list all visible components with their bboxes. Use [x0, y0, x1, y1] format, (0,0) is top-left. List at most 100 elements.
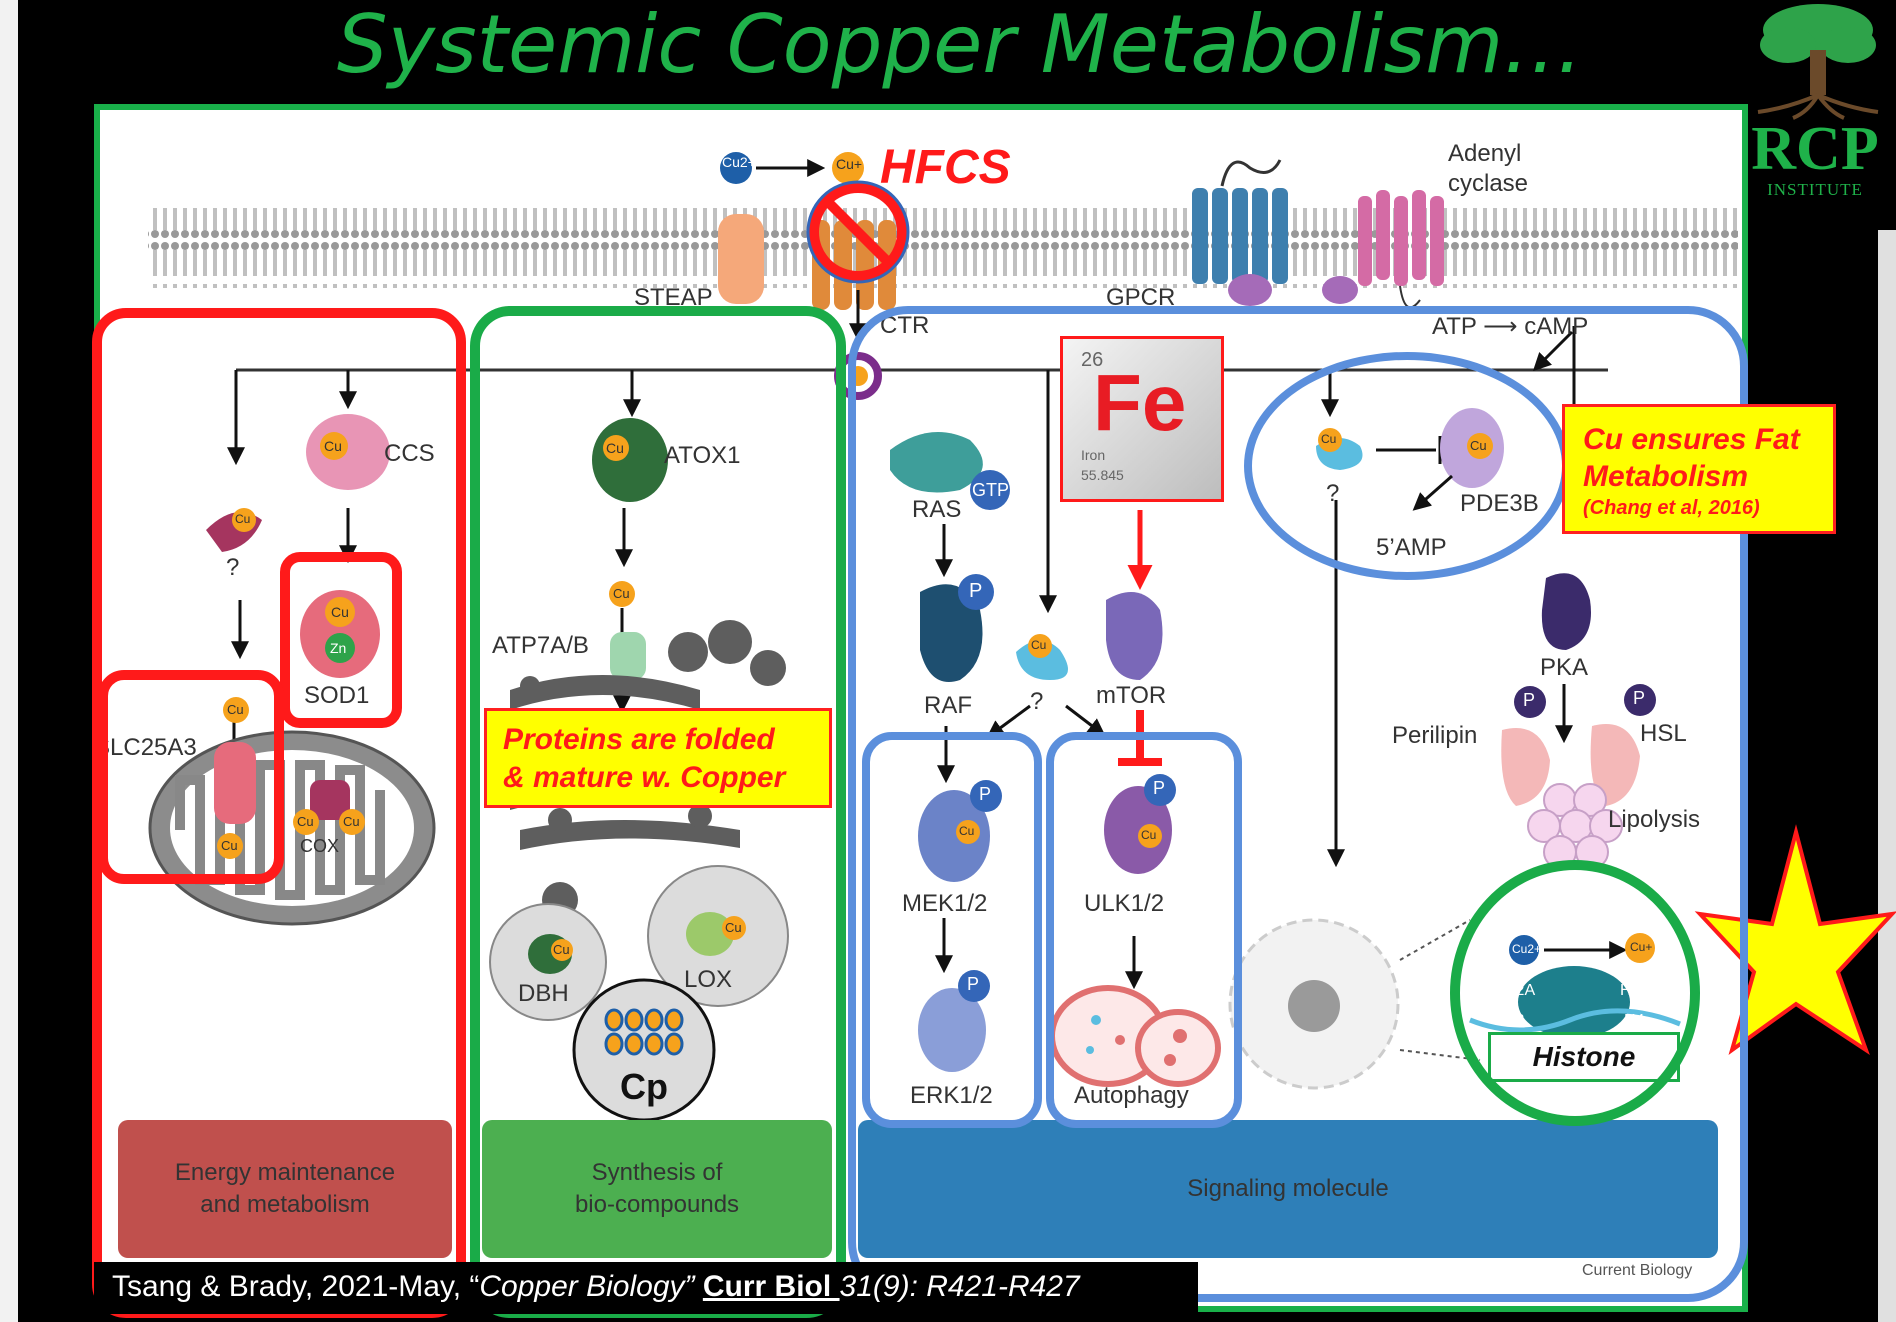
current-biology-label: Current Biology	[1582, 1262, 1693, 1279]
cu-label-slc-bottom: Cu	[221, 838, 238, 853]
fat-metabolism-note: Cu ensures Fat Metabolism (Chang et al, …	[1562, 404, 1836, 534]
zn-label: Zn	[330, 640, 347, 656]
gtp-icon	[970, 470, 1010, 510]
cu-label-pde3b: Cu	[1470, 438, 1487, 453]
slc25a3-protein	[214, 742, 256, 824]
nucleus	[1228, 918, 1481, 1090]
element-name: Iron	[1081, 447, 1106, 463]
perilipin-protein	[1501, 728, 1550, 806]
adenyl-label: Adenyl	[1448, 140, 1522, 167]
signal-question: ?	[1030, 688, 1044, 715]
p-label-erk: P	[967, 974, 980, 994]
pde3b-highlight	[1244, 352, 1570, 580]
star-icon	[1694, 824, 1896, 1055]
atp7ab-label: ATP7A/B	[492, 632, 589, 659]
cu-label-chaperone: Cu	[235, 512, 251, 526]
p-label-ulk: P	[1153, 778, 1166, 798]
steap-protein	[718, 214, 764, 304]
histone-highlight	[1450, 860, 1700, 1126]
element-number: 26	[1081, 349, 1104, 371]
ulk-protein	[1104, 786, 1172, 874]
ras-protein	[890, 432, 983, 493]
mek-erk-highlight	[862, 732, 1042, 1128]
cu1-ion-icon	[832, 152, 864, 184]
p-label-mek: P	[979, 784, 992, 804]
cox-label: COX	[300, 836, 340, 856]
proteins-folded-note: Proteins are folded & mature w. Copper	[484, 708, 832, 808]
signaling-highlight	[848, 306, 1748, 1302]
slide-title: Systemic Copper Metabolism…	[336, 0, 1584, 91]
pka-label: PKA	[1540, 654, 1589, 681]
erk-label: ERK1/2	[910, 1082, 993, 1109]
raf-label: RAF	[924, 692, 972, 719]
logo-name: RCP	[1751, 115, 1879, 183]
lipid-droplets	[1527, 783, 1623, 869]
tree-logo-icon	[1757, 4, 1879, 120]
logo-subtitle: INSTITUTE	[1767, 180, 1863, 199]
fat-note-line1: Cu ensures Fat	[1583, 423, 1800, 456]
iron-element-tile: 26 Fe Iron 55.845	[1060, 336, 1224, 502]
p-label-perilipin: P	[1523, 690, 1536, 710]
atp-camp-label: ATP ⟶ cAMP	[1432, 313, 1589, 340]
raf-protein	[920, 584, 983, 682]
ras-label: RAS	[912, 496, 962, 523]
cu-label-ulk: Cu	[1141, 828, 1157, 842]
cu-label-atox1: Cu	[606, 440, 624, 456]
cyclase-label: cyclase	[1448, 170, 1529, 197]
cu-label-lox: Cu	[725, 920, 742, 935]
cu-label-ccs: Cu	[324, 438, 342, 454]
category-energy: Energy maintenance and metabolism	[118, 1120, 452, 1258]
dbh-label: DBH	[518, 980, 569, 1007]
cu-label-atp7: Cu	[613, 586, 630, 601]
mtor-label: mTOR	[1096, 682, 1167, 709]
pka-protein	[1541, 573, 1591, 650]
left-edge	[0, 0, 18, 1322]
cu1-label: Cu+	[836, 156, 863, 172]
prohibited-icon	[806, 180, 910, 284]
mtor-protein	[1106, 592, 1163, 680]
cu-label-cox-1: Cu	[297, 814, 314, 829]
citation-journal: Curr Biol	[702, 1270, 840, 1303]
gtp-label: GTP	[972, 480, 1010, 500]
perilipin-label: Perilipin	[1392, 722, 1478, 749]
category-synthesis: Synthesis of bio-compounds	[482, 1120, 832, 1258]
p-label-raf: P	[969, 580, 983, 602]
energy-question: ?	[226, 554, 240, 581]
slc25a3-label: SLC25A3	[94, 734, 197, 761]
element-mass: 55.845	[1081, 467, 1124, 483]
lipolysis-label: Lipolysis	[1608, 806, 1701, 833]
cell-membrane	[148, 208, 1738, 288]
ccs-protein	[306, 414, 390, 490]
cp-label: Cp	[620, 1066, 668, 1107]
hsl-protein	[1590, 724, 1640, 806]
citation-volume: 31(9): R421-R427	[839, 1270, 1080, 1303]
mek-protein	[918, 790, 990, 882]
ulk-autophagy-highlight	[1046, 732, 1242, 1128]
cu2-ion-icon	[720, 152, 752, 184]
fat-note-ref: (Chang et al, 2016)	[1583, 497, 1760, 519]
hfcs-label: HFCS	[880, 141, 1011, 194]
atox1-label: ATOX1	[664, 442, 741, 469]
sod1-highlight	[280, 552, 402, 728]
ccs-label: CCS	[384, 440, 435, 467]
cu2-label: Cu2+	[722, 154, 756, 170]
adenyl-cyclase-protein	[1322, 190, 1444, 309]
erk-protein	[918, 988, 986, 1072]
element-symbol: Fe	[1093, 358, 1187, 447]
slc25a3-highlight	[98, 670, 284, 884]
gpcr-protein	[1192, 159, 1288, 306]
sod1-label: SOD1	[304, 682, 370, 709]
cu-label-mek: Cu	[959, 824, 975, 838]
cu-label-slc-top: Cu	[227, 702, 244, 717]
citation-article: Copper Biology”	[479, 1270, 695, 1303]
synthesis-highlight	[470, 306, 846, 1318]
hsl-label: HSL	[1640, 720, 1687, 747]
mek-label: MEK1/2	[902, 890, 988, 917]
ulk-label: ULK1/2	[1084, 890, 1165, 917]
fat-note-line2: Metabolism	[1583, 460, 1749, 493]
p-label-hsl: P	[1633, 688, 1646, 708]
cu-label-pde-reg: Cu	[1321, 432, 1337, 446]
right-edge	[1878, 230, 1896, 1322]
autophagy-label: Autophagy	[1074, 1082, 1189, 1109]
